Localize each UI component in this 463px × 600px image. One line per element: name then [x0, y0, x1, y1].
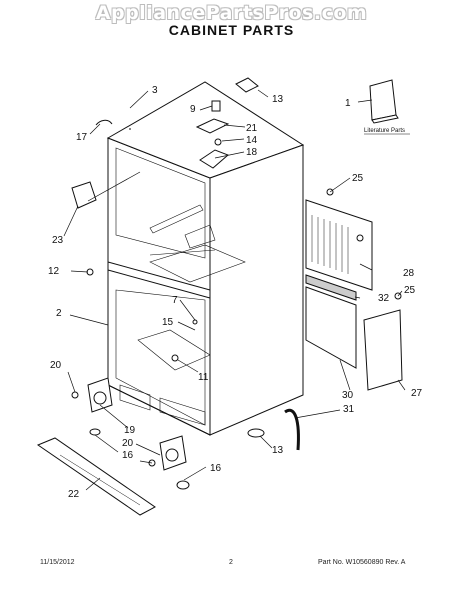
callout-2: 2 [56, 308, 62, 319]
literature-label: Literature Parts [364, 128, 405, 134]
electrical-bracket [363, 309, 403, 391]
toe-grille [36, 437, 156, 516]
footer-date: 11/15/2012 [40, 559, 75, 566]
callout-19: 19 [124, 425, 136, 436]
callout-16-left: 16 [122, 450, 134, 461]
callout-17: 17 [76, 132, 88, 143]
callout-18: 18 [246, 147, 258, 158]
callout-1: 1 [345, 98, 351, 109]
callout-21: 21 [246, 123, 258, 134]
lower-panel [305, 286, 357, 369]
callout-32: 32 [378, 293, 390, 304]
callout-20-left: 20 [50, 360, 62, 371]
callout-13-top: 13 [272, 94, 284, 105]
callout-28: 28 [403, 268, 415, 279]
hinge-assembly [195, 100, 230, 169]
callout-25-upper: 25 [352, 173, 364, 184]
callout-3: 3 [152, 85, 158, 96]
callout-12: 12 [48, 266, 60, 277]
callout-23: 23 [52, 235, 64, 246]
callout-30: 30 [342, 390, 354, 401]
roller-left [87, 377, 113, 413]
callout-11: 11 [198, 372, 209, 383]
gasket-strip [305, 274, 357, 301]
callout-9: 9 [190, 104, 196, 115]
literature-book [369, 79, 399, 124]
roller-right [159, 435, 187, 471]
water-line [284, 408, 300, 451]
callout-25-lower: 25 [404, 285, 416, 296]
rear-panel [305, 199, 373, 291]
page-title: CABINET PARTS [168, 22, 295, 38]
callout-31: 31 [343, 404, 355, 415]
callout-22: 22 [68, 489, 80, 500]
callout-20-right: 20 [122, 438, 134, 449]
leveling-foot [247, 428, 265, 438]
callout-27: 27 [411, 388, 423, 399]
callout-7: 7 [172, 295, 178, 306]
control-housing [71, 181, 97, 209]
callout-13-bottom: 13 [272, 445, 284, 456]
top-plate [235, 77, 259, 93]
watermark: AppliancePartsPros.com [95, 2, 368, 24]
wire-harness [95, 119, 113, 126]
callout-14: 14 [246, 135, 258, 146]
footer-page: 2 [229, 559, 233, 566]
footer-part-number: Part No. W10560890 Rev. A [318, 559, 406, 566]
callout-15: 15 [162, 317, 174, 328]
callout-16-right: 16 [210, 463, 222, 474]
